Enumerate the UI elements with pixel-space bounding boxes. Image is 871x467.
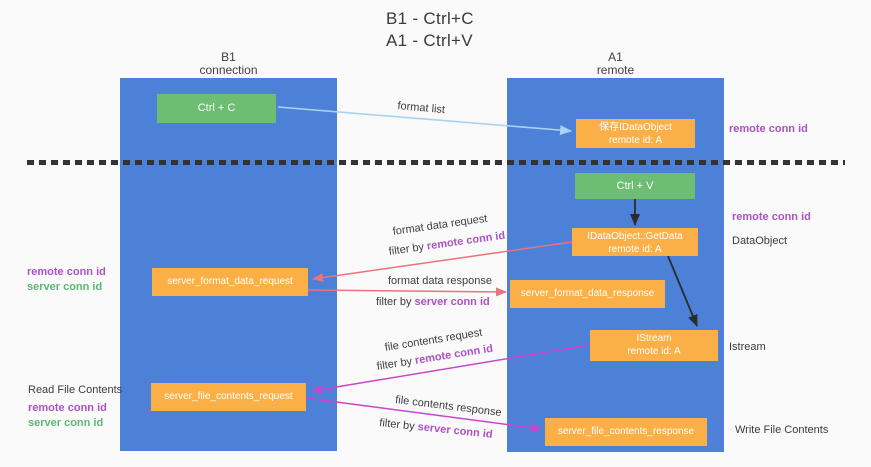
- istream-line1: IStream: [636, 333, 672, 344]
- getdata-box: IDataObject::GetData remote id: A: [572, 228, 698, 256]
- istream-line2: remote id: A: [627, 346, 681, 357]
- diagram-title: B1 - Ctrl+C A1 - Ctrl+V: [386, 8, 474, 52]
- right-column-role: remote: [596, 63, 635, 77]
- title-line-2: A1 - Ctrl+V: [386, 31, 473, 50]
- server-format-data-response-box: server_format_data_response: [510, 280, 665, 308]
- getdata-line2: remote id: A: [608, 244, 662, 255]
- write-file-contents-label: Write File Contents: [735, 424, 829, 436]
- server-format-data-request-box: server_format_data_request: [152, 268, 308, 296]
- server-conn-id-text: server conn id: [414, 296, 490, 308]
- saved-dataobject-line2: remote id: A: [608, 135, 663, 146]
- filter-by-text: filter by: [388, 241, 425, 258]
- istream-label: Istream: [729, 341, 766, 353]
- filter-by-text: filter by: [376, 296, 412, 308]
- format-data-response-filter-label: filter by server conn id: [376, 296, 490, 308]
- ctrl-v-box: Ctrl + V: [575, 173, 695, 199]
- right-remote-conn-id-label-1: remote conn id: [729, 123, 808, 135]
- left-column-header: B1 connection: [120, 51, 337, 77]
- file-contents-response-filter-label: filter by server conn id: [379, 417, 493, 441]
- right-remote-conn-id-label-2: remote conn id: [732, 211, 811, 223]
- left-remote-conn-id-label-1: remote conn id: [27, 266, 106, 278]
- ctrl-c-box: Ctrl + C: [157, 94, 276, 123]
- left-remote-conn-id-label-2: remote conn id: [28, 402, 107, 414]
- phase-separator-dashed-line: [27, 160, 845, 165]
- saved-dataobject-line1: 保存IDataObject: [599, 122, 672, 133]
- right-column-name: A1: [608, 50, 623, 64]
- format-list-label: format list: [396, 100, 446, 117]
- format-data-response-label: format data response: [388, 275, 492, 287]
- remote-conn-id-text: remote conn id: [426, 229, 506, 253]
- dataobject-label: DataObject: [732, 235, 788, 247]
- left-column-role: connection: [199, 63, 258, 77]
- format-data-response-arrow: [307, 287, 507, 297]
- read-file-contents-label: Read File Contents: [28, 384, 123, 396]
- right-column-header: A1 remote: [507, 51, 724, 77]
- file-contents-response-label: file contents response: [394, 394, 503, 419]
- title-line-1: B1 - Ctrl+C: [386, 9, 474, 28]
- left-server-conn-id-label-1: server conn id: [27, 281, 103, 293]
- filter-by-text: filter by: [378, 417, 416, 433]
- server-conn-id-text: server conn id: [417, 421, 494, 441]
- istream-box: IStream remote id: A: [590, 330, 718, 361]
- left-column-name: B1: [221, 50, 236, 64]
- getdata-line1: IDataObject::GetData: [587, 231, 683, 242]
- left-server-conn-id-label-2: server conn id: [28, 417, 104, 429]
- saved-dataobject-box: 保存IDataObject remote id: A: [576, 119, 695, 148]
- filter-by-text: filter by: [376, 355, 413, 373]
- server-file-contents-request-box: server_file_contents_request: [151, 383, 306, 411]
- server-file-contents-response-box: server_file_contents_response: [545, 418, 707, 446]
